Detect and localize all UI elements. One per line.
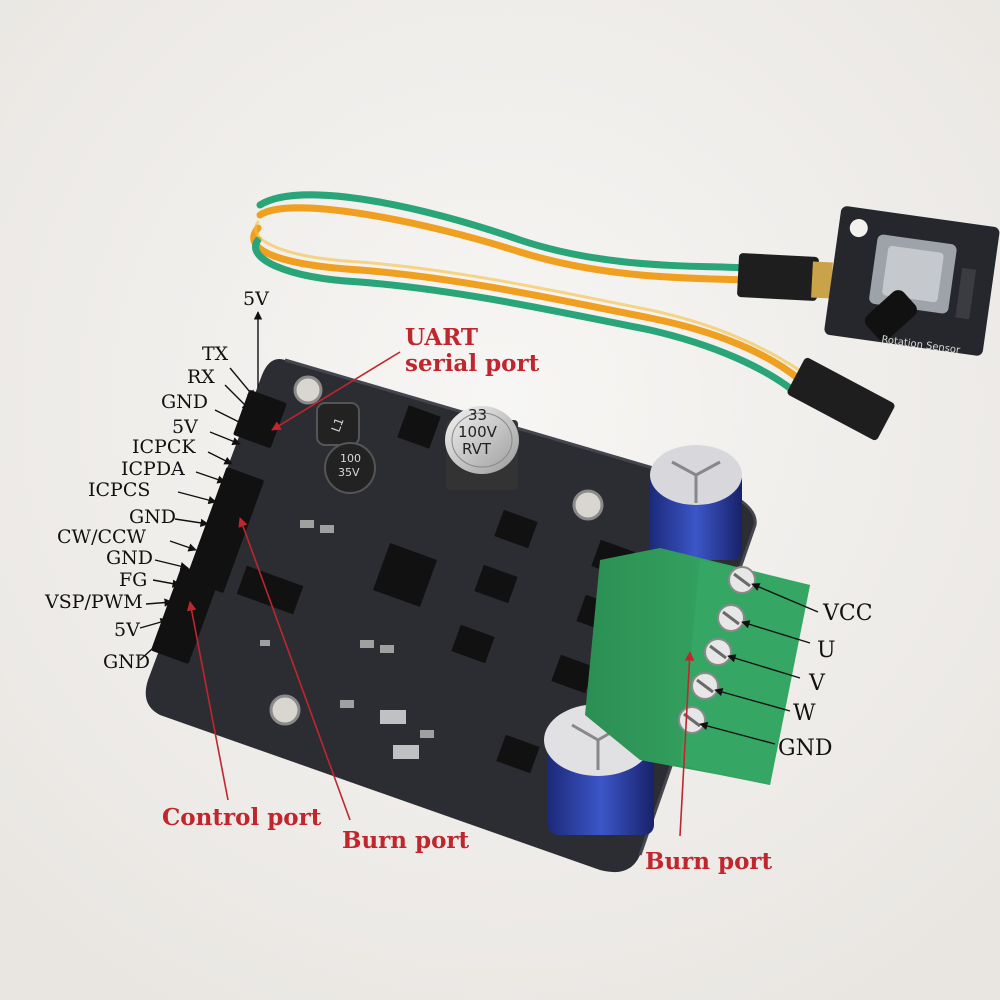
terminal-label-u: U <box>817 638 836 663</box>
dupont-connector-top <box>737 253 833 301</box>
pin-header-row <box>151 390 287 664</box>
pin-label-rx: RX <box>187 366 215 388</box>
pin-label-cw-ccw: CW/CCW <box>57 526 147 548</box>
pin-label-gnd-3: GND <box>106 547 154 569</box>
inductor-value: 100 <box>340 452 361 465</box>
blue-capacitor-right <box>650 445 742 560</box>
callout-burn-port-center: Burn port <box>342 827 470 854</box>
callout-burn-port-right: Burn port <box>645 848 773 875</box>
terminal-arrows <box>699 583 819 745</box>
cap-series: RVT <box>462 440 492 458</box>
dupont-connector-loose <box>787 357 895 441</box>
pin-label-icpck: ICPCK <box>132 436 196 458</box>
inductor-ref: L1 <box>329 416 347 434</box>
pin-label-gnd-2: GND <box>129 506 177 528</box>
jumper-cable <box>250 191 804 396</box>
pin-label-gnd-4: GND <box>103 651 151 673</box>
motor-driver-board: L1 100 35V 33 100V RVT <box>145 358 810 873</box>
pin-label-tx: TX <box>202 343 229 365</box>
callout-uart: UART serial port <box>405 324 540 378</box>
pin-label-icpcs: ICPCS <box>88 479 151 501</box>
rotation-sensor-module: Rotation Sensor <box>824 206 1000 356</box>
callout-uart-line2: serial port <box>405 350 540 378</box>
terminal-label-gnd: GND <box>778 736 833 761</box>
cap-voltage: 100V <box>458 423 498 441</box>
callout-arrows <box>186 351 695 837</box>
callout-control-port: Control port <box>162 804 322 831</box>
pin-label-gnd-1: GND <box>161 391 209 413</box>
cap-value: 33 <box>468 406 487 424</box>
pin-label-fg: FG <box>119 569 148 591</box>
inductor: L1 100 35V <box>316 402 376 494</box>
pin-label-5v-top: 5V <box>243 288 269 310</box>
terminal-label-vcc: VCC <box>823 601 873 626</box>
pin-arrows <box>139 311 263 661</box>
callout-uart-line1: UART <box>405 324 479 351</box>
terminal-label-w: W <box>793 701 816 726</box>
pin-label-icpda: ICPDA <box>121 458 185 480</box>
pin-label-5v-3: 5V <box>114 619 140 641</box>
pin-label-vsp-pwm: VSP/PWM <box>45 591 143 613</box>
electrolytic-capacitor-top: 33 100V RVT <box>445 406 519 490</box>
inductor-voltage: 35V <box>338 466 360 479</box>
terminal-label-v: V <box>809 671 825 696</box>
pin-label-5v-2: 5V <box>172 416 198 438</box>
screw-terminal-block <box>585 548 810 785</box>
